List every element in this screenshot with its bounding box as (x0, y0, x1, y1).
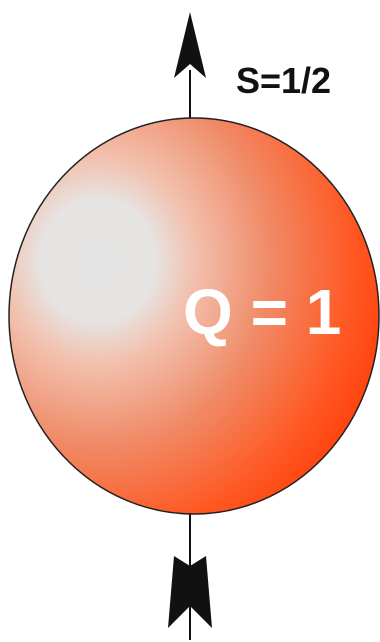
spin-label: S=1/2 (236, 60, 331, 101)
particle-sphere (8, 117, 380, 515)
charge-label: Q = 1 (183, 276, 341, 348)
arrow-fletching-icon (168, 556, 212, 628)
spin-arrowhead-icon (174, 12, 206, 78)
